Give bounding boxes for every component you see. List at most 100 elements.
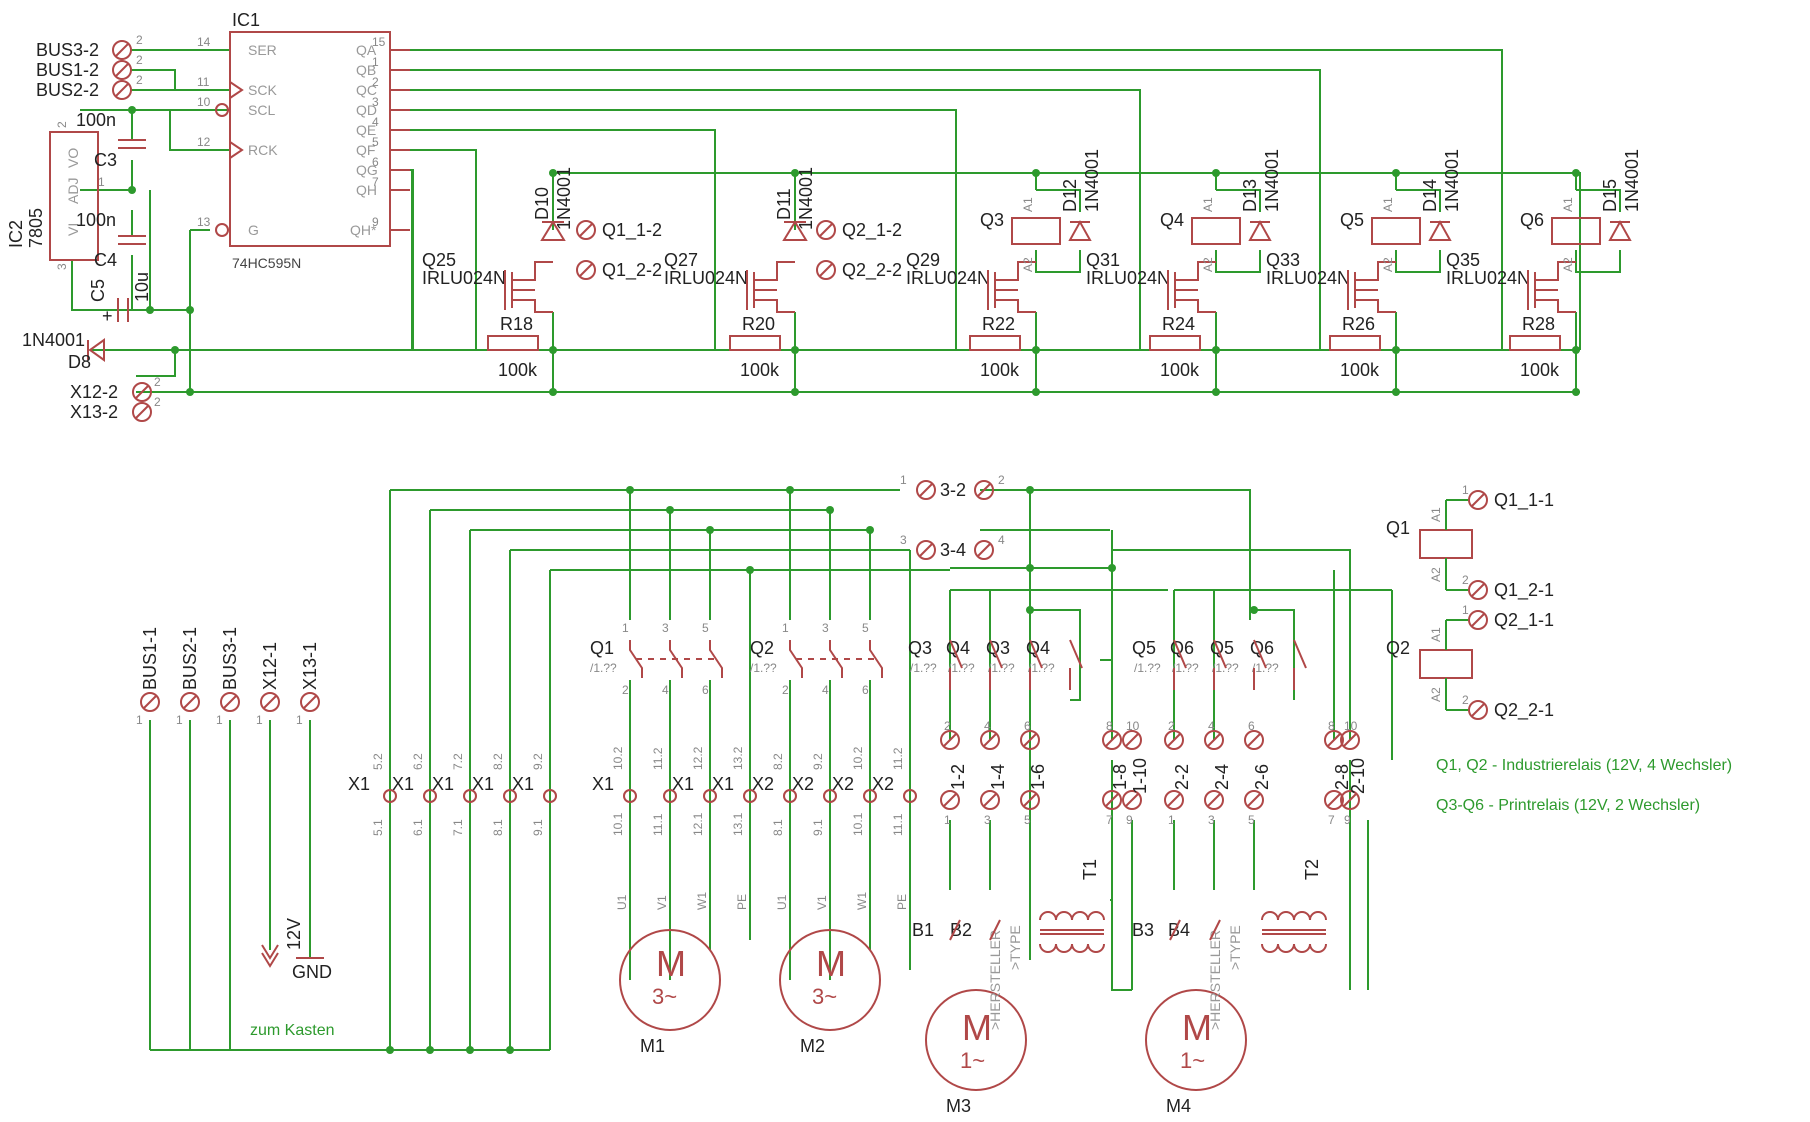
svg-text:BUS3-1: BUS3-1 [220,627,240,690]
svg-text:3~: 3~ [652,984,677,1009]
motor-m2[interactable]: M 3~ M2 U1 V1 W1 PE [775,892,909,1056]
svg-text:2: 2 [154,395,161,409]
svg-text:R28: R28 [1522,314,1555,334]
ic1-left-pins: SER SCK SCL RCK G 14 11 10 12 13 [197,35,278,238]
driver-q35[interactable]: Q35 IRLU024N R28 100k Q6 A1 A2 D15 1N400… [1446,149,1642,380]
ic1-74hc595[interactable]: IC1 74HC595N SER SCK SCL RCK G 14 11 10 … [197,10,410,271]
x13-2-connector: X13-2 2 [70,395,161,422]
svg-text:/1.??: /1.?? [1134,661,1161,675]
x12-2-connector: X12-2 2 [70,375,161,402]
svg-text:1: 1 [622,621,629,635]
svg-text:+: + [102,306,113,326]
legend-relay-q2[interactable]: Q2 Q2_1-1 Q2_2-1 1 2 A1 A2 [1386,603,1554,721]
svg-text:1: 1 [782,621,789,635]
svg-text:2-8: 2-8 [1332,764,1352,790]
svg-text:12.1: 12.1 [691,812,705,836]
driver-q29[interactable]: Q29 IRLU024N R22 100k Q3 A1 A2 D12 1N400… [906,149,1102,380]
capacitor-c3[interactable]: C3 100n [76,110,146,170]
svg-text:M: M [656,943,686,984]
svg-text:11.1: 11.1 [891,813,905,836]
svg-text:Q29: Q29 [906,250,940,270]
svg-text:M: M [1182,1007,1212,1048]
svg-text:D11: D11 [774,188,794,220]
svg-text:Q5: Q5 [1132,638,1156,658]
svg-text:X2: X2 [792,774,814,794]
svg-text:8.2: 8.2 [771,753,785,770]
svg-text:6: 6 [862,683,869,697]
contactor-q1[interactable]: Q1 /1.?? 1 3 5 2 4 6 [590,621,723,697]
motor-m1[interactable]: M 3~ M1 U1 V1 W1 PE [615,892,749,1056]
svg-text:PE: PE [735,894,749,910]
bus2-1-terminal: BUS2-1 1 [176,627,200,727]
svg-text:X1: X1 [712,774,734,794]
svg-text:2: 2 [782,683,789,697]
svg-text:A1: A1 [1429,627,1443,642]
svg-text:>TYPE: >TYPE [1227,925,1243,970]
svg-text:3: 3 [55,263,69,270]
svg-text:X1: X1 [512,774,534,794]
svg-text:SCK: SCK [248,82,277,98]
x1-connector-row[interactable]: X1 X1 X1 X1 X1 5.2 6.2 7.2 8.2 9.2 5.1 6… [348,753,557,836]
motor2-connectors[interactable]: X2 X2 X2 8.2 9.2 10.2 11.2 8.1 9.1 10.1 … [771,746,917,836]
svg-text:9.2: 9.2 [811,753,825,770]
svg-text:10: 10 [1344,719,1358,733]
bus-terminals-bottom[interactable]: BUS1-1 1 BUS2-1 1 BUS3-1 1 X12-1 1 X13-1… [136,627,320,727]
driver-q33[interactable]: Q33 IRLU024N R26 100k Q5 A1 A2 D14 1N400… [1266,149,1462,380]
svg-text:Q27: Q27 [664,250,698,270]
svg-text:D10: D10 [532,187,552,220]
svg-text:7: 7 [372,175,379,189]
svg-text:QH: QH [356,182,377,198]
svg-text:100k: 100k [740,360,780,380]
diode-d8[interactable]: 1N4001 D8 [22,330,105,372]
contactor-q2[interactable]: Q2 /1.?? 1 3 5 2 4 6 [750,621,883,697]
svg-text:ADJ: ADJ [65,178,81,204]
driver-q25[interactable]: Q25 IRLU024N R18 100k D10 1N4001 Q1_1-2 … [422,167,662,380]
relay-contacts-q5-q6[interactable]: Q5 Q6 Q5 Q6 /1.?? /1.?? /1.?? /1.?? [1132,638,1307,690]
svg-text:SER: SER [248,42,277,58]
bus3-2-connector: BUS3-2 2 [36,33,143,60]
svg-text:QC: QC [356,82,377,98]
terminal-block-2[interactable]: 2-2 2-4 2-6 2-8 2-10 2 4 6 8 10 1 3 5 7 … [1164,719,1368,827]
ic2-7805[interactable]: IC2 7805 VO ADJ VI 2 1 3 [6,121,105,270]
svg-text:10.1: 10.1 [851,812,865,836]
ic1-right-pins: QA QB QC QD QE QF QG QH QH* 15 1 2 3 4 5… [350,35,386,238]
driver-q31[interactable]: Q31 IRLU024N R24 100k Q4 A1 A2 D13 1N400… [1086,149,1282,380]
svg-text:7: 7 [1328,813,1335,827]
motor-m3[interactable]: M 1~ M3 B1 B2 >HERSTELLER >TYPE [912,919,1027,1116]
relay-contacts-q3-q4[interactable]: Q3 Q4 Q3 Q4 /1.?? /1.?? /1.?? /1.?? [908,638,1083,690]
svg-text:2-2: 2-2 [1172,764,1192,790]
capacitor-c5[interactable]: C5 10u + [88,272,152,326]
motor1-connectors[interactable]: X1 X1 X1 X2 10.2 11.2 12.2 13.2 10.1 11.… [592,746,774,836]
svg-text:3: 3 [984,813,991,827]
mid-terminal-3-2[interactable]: 3-2 1 2 [900,473,1005,500]
svg-text:QE: QE [356,122,376,138]
capacitor-c4[interactable]: C4 100n [76,210,146,270]
svg-text:Q3: Q3 [908,638,932,658]
svg-text:2: 2 [622,683,629,697]
svg-text:M1: M1 [640,1036,665,1056]
svg-text:5: 5 [1248,813,1255,827]
transformer-t1[interactable]: T1 [1039,859,1105,953]
svg-text:X2: X2 [872,774,894,794]
svg-text:C3: C3 [94,150,117,170]
terminal-block-1[interactable]: 1-2 1-4 1-6 1-8 1-10 2 4 6 8 10 1 3 5 7 … [940,719,1150,827]
driver-q27[interactable]: Q27 IRLU024N R20 100k D11 1N4001 Q2_1-2 … [664,167,902,380]
svg-text:1~: 1~ [1180,1048,1205,1073]
svg-text:5.2: 5.2 [371,753,385,770]
svg-text:/1.??: /1.?? [750,661,777,675]
svg-text:100k: 100k [1520,360,1560,380]
svg-text:A2: A2 [1429,687,1443,702]
svg-text:QB: QB [356,62,376,78]
svg-text:2: 2 [55,121,69,128]
legend-relay-q1[interactable]: Q1 Q1_1-1 Q1_2-1 1 2 A1 A2 [1386,483,1554,601]
svg-text:Q1_2-1: Q1_2-1 [1494,580,1554,601]
transformer-t2[interactable]: T2 [1261,859,1327,953]
motor-m4[interactable]: M 1~ M4 B3 B4 >HERSTELLER >TYPE [1132,919,1247,1116]
svg-text:9.2: 9.2 [531,753,545,770]
svg-text:1N4001: 1N4001 [554,167,574,230]
svg-text:5: 5 [1024,813,1031,827]
mid-terminal-3-4[interactable]: 3-4 3 4 [900,533,1005,560]
svg-text:100k: 100k [1160,360,1200,380]
bus-connectors-left[interactable]: BUS3-2 2 BUS1-2 2 BUS2-2 2 X12-2 2 X13-2… [36,33,161,422]
